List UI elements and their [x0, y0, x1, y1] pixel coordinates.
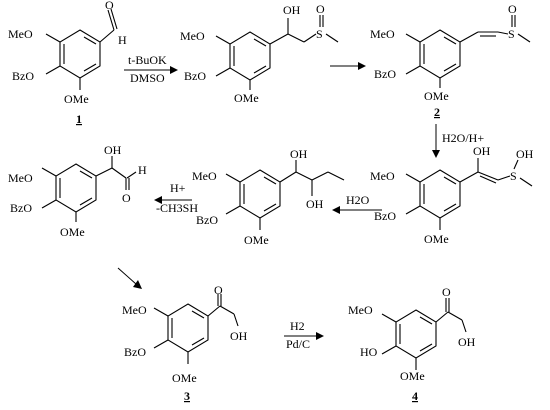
reagent-t-buok: t-BuOK — [128, 53, 167, 67]
int2-meo-label: MeO — [370, 169, 395, 183]
compound-2: S O MeO BzO OMe 2 — [370, 2, 531, 119]
c1-ome-label: OMe — [64, 92, 89, 106]
int4-h-label: H — [138, 163, 147, 177]
int4-meo-label: MeO — [8, 171, 33, 185]
reagent-h2: H2 — [290, 319, 305, 333]
c4-ome-label: OMe — [400, 369, 425, 383]
int2-bzo-label: BzO — [374, 209, 396, 223]
int4-ome-label: OMe — [60, 225, 85, 239]
benzene-ring — [59, 29, 101, 79]
intermediate-hydroxy-aldehyde: OH O H MeO BzO OMe — [8, 143, 147, 239]
reagent-h2o-h: H2O/H+ — [442, 131, 484, 145]
intermediate-sulfenic: OH S OH MeO BzO OMe — [370, 144, 534, 246]
compound-1-number: 1 — [76, 112, 82, 126]
reagent-ch3sh: -CH3SH — [156, 201, 198, 215]
intermediate-diol: OH OH MeO BzO OMe — [192, 147, 345, 247]
int4-oh-label: OH — [104, 143, 122, 157]
int1-meo-label: MeO — [180, 29, 205, 43]
reaction-arrow-3: H2O/H+ — [432, 124, 484, 158]
int4-o-label: O — [122, 191, 131, 205]
intermediate-hydroxy-sulfoxide: OH S O MeO BzO OMe — [180, 2, 339, 105]
c3-o-label: O — [214, 283, 223, 297]
c2-s-label: S — [508, 27, 515, 41]
c4-ho-label: HO — [360, 345, 378, 359]
c3-bzo-label: BzO — [124, 345, 146, 359]
c2-bzo-label: BzO — [374, 67, 396, 81]
c1-meo-label: MeO — [8, 27, 33, 41]
c4-oh-label: OH — [458, 335, 476, 349]
c1-h-label: H — [118, 33, 127, 47]
int2-ome-label: OMe — [424, 232, 449, 246]
compound-3-number: 3 — [184, 389, 190, 403]
c2-ome-label: OMe — [424, 89, 449, 103]
int3-meo-label: MeO — [192, 169, 217, 183]
int2-oh2-label: OH — [516, 147, 534, 161]
compound-2-number: 2 — [434, 105, 440, 119]
reaction-arrow-5: H+ -CH3SH — [154, 181, 198, 215]
int1-bzo-label: BzO — [184, 69, 206, 83]
reagent-h2o: H2O — [346, 193, 370, 207]
c3-meo-label: MeO — [122, 303, 147, 317]
reagent-h-plus: H+ — [170, 181, 186, 195]
reagent-dmso: DMSO — [130, 71, 165, 85]
int2-s-label: S — [510, 169, 517, 183]
int1-ome-label: OMe — [234, 91, 259, 105]
reaction-arrow-2 — [330, 62, 366, 70]
int1-oh-label: OH — [283, 3, 301, 17]
compound-3: O OH MeO BzO OMe 3 — [122, 283, 248, 403]
c2-o-label: O — [508, 2, 517, 16]
int4-bzo-label: BzO — [10, 201, 32, 215]
compound-1: O H MeO BzO OMe 1 — [8, 0, 127, 126]
c1-bzo-label: BzO — [12, 69, 34, 83]
reaction-arrow-7: H2 Pd/C — [284, 319, 324, 351]
compound-4: O OH MeO HO OMe 4 — [348, 285, 476, 403]
int3-ome-label: OMe — [244, 233, 269, 247]
int3-oh2-label: OH — [306, 197, 324, 211]
reagent-pd-c: Pd/C — [286, 337, 310, 351]
c4-o-label: O — [442, 285, 451, 299]
c3-oh-label: OH — [230, 329, 248, 343]
int3-oh1-label: OH — [290, 147, 308, 161]
compound-4-number: 4 — [412, 389, 418, 403]
reaction-arrow-4: H2O — [332, 193, 382, 214]
reaction-arrow-1: t-BuOK DMSO — [124, 53, 178, 85]
c1-o-label: O — [105, 0, 114, 12]
int3-bzo-label: BzO — [196, 213, 218, 227]
int1-s-label: S — [316, 27, 323, 41]
c3-ome-label: OMe — [172, 371, 197, 385]
c4-meo-label: MeO — [348, 303, 373, 317]
int1-o-label: O — [316, 2, 325, 16]
c2-meo-label: MeO — [370, 27, 395, 41]
reaction-arrow-6 — [117, 267, 142, 289]
int2-oh1-label: OH — [473, 144, 491, 158]
